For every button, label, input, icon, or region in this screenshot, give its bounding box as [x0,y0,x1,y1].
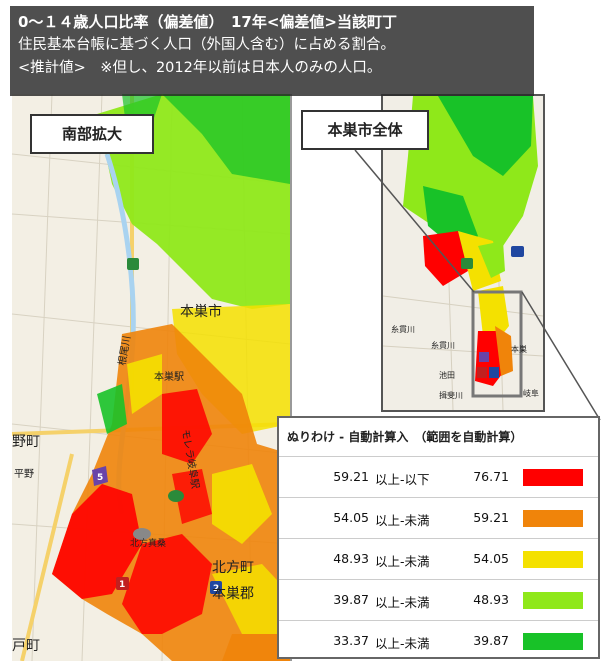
inset-place-4: 本巣 [511,344,527,354]
town-bottom-label: 戸町 [12,638,40,654]
legend-swatch [523,633,583,650]
road-mark-label: 北方真桑 [130,537,166,549]
town-left2-label: 平野 [14,468,34,480]
legend-max: 48.93 [473,592,509,607]
town2-label: 本巣郡 [212,586,254,602]
inset-place-5: 岐阜 [523,388,539,398]
legend-swatch [523,551,583,568]
legend-row: 33.37 以上-未満 39.87 [279,621,598,661]
main-map[interactable]: 5 1 2 本巣市 根尾川 本巣駅 モレラ岐阜駅 北方町 本巣郡 野町 平野 戸… [12,94,292,661]
legend-op: 以上-未満 [375,554,430,569]
legend-swatch [523,469,583,486]
legend-swatch [523,510,583,527]
legend-op: 以上-未満 [375,513,430,528]
svg-text:5: 5 [97,473,103,483]
legend-max: 39.87 [473,633,509,648]
inset-place-1b: 糸貫川 [431,340,455,350]
header-subtitle-2: <推計値> ※但し、2012年以前は日本人のみの人口。 [18,60,382,76]
main-map-canvas: 5 1 2 本巣市 根尾川 本巣駅 モレラ岐阜駅 北方町 本巣郡 野町 平野 戸… [12,94,290,661]
legend-swatch [523,592,583,609]
legend-row: 48.93 以上-未満 54.05 [279,539,598,580]
map-header: 0～１４歳人口比率（偏差値） 17年<偏差値>当該町丁 住民基本台帳に基づく人口… [10,6,534,96]
legend-row: 39.87 以上-未満 48.93 [279,580,598,621]
inset-place-2: 池田 [439,370,455,380]
header-subtitle-1: 住民基本台帳に基づく人口（外国人含む）に占める割合。 [18,37,395,53]
legend-row: 59.21 以上-以下 76.71 [279,457,598,498]
inset-zoom-rect[interactable] [471,290,523,398]
legend-row: 54.05 以上-未満 59.21 [279,498,598,539]
panel-label-south: 南部拡大 [30,114,154,154]
city-label: 本巣市 [180,303,222,320]
legend-op: 以上-以下 [375,472,430,487]
legend-max: 54.05 [473,551,509,566]
region-yellow-mid [172,304,290,434]
legend-min: 54.05 [333,510,369,525]
road-shields: 5 1 2 [92,258,222,594]
inset-shields [461,246,524,378]
town-left-label: 野町 [12,434,40,450]
legend-title: ぬりわけ - 自動計算入 （範囲を自動計算） [279,418,598,457]
inset-place-1: 糸貫川 [391,324,415,334]
svg-text:2: 2 [213,584,219,594]
legend-op: 以上-未満 [375,595,430,610]
legend-max: 76.71 [473,469,509,484]
legend-panel: ぬりわけ - 自動計算入 （範囲を自動計算） 59.21 以上-以下 76.71… [277,416,600,659]
legend-max: 59.21 [473,510,509,525]
page-title: 0～１４歳人口比率（偏差値） 17年<偏差値>当該町丁 [18,13,397,31]
legend-min: 48.93 [333,551,369,566]
station-label: 本巣駅 [154,370,184,383]
legend-min: 33.37 [333,633,369,648]
legend-min: 39.87 [333,592,369,607]
panel-label-whole: 本巣市全体 [301,110,429,150]
legend-op: 以上-未満 [375,636,430,651]
svg-text:1: 1 [119,580,125,590]
legend-min: 59.21 [333,469,369,484]
town1-label: 北方町 [212,560,254,576]
inset-place-3: 揖斐川 [439,390,463,400]
